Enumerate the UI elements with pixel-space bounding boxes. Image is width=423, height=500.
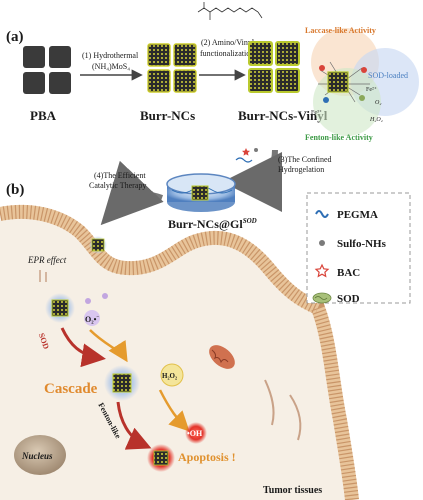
activity-venn xyxy=(311,28,419,136)
hydrogel-capsule-icon xyxy=(166,173,236,212)
tumor-tissue-body xyxy=(0,211,352,500)
nucleus-label: Nucleus xyxy=(21,451,53,461)
fenton-arrow xyxy=(116,401,152,450)
legend-label-sulfo: Sulfo-NHs xyxy=(337,238,387,250)
legend-label-bac: BAC xyxy=(337,267,360,279)
burr-ncs-vinyl-label: Burr-NCs-Vinyl xyxy=(238,108,328,123)
step3-arrow xyxy=(222,149,283,212)
h2o2-arrow xyxy=(89,329,128,363)
filaments-icon xyxy=(264,379,302,441)
ingredient-icons xyxy=(235,148,258,163)
legend: PEGMA Sulfo-NHs BAC SOD xyxy=(306,192,411,305)
step2-line1: (2) Amino/Vinyl xyxy=(201,38,255,47)
burr-ncs-cubes xyxy=(147,43,197,93)
small-arrows xyxy=(39,270,47,282)
dot-icon xyxy=(319,240,325,246)
laccase-activity-label: Laccase-like Activity xyxy=(305,26,376,35)
h2o2-label: H₂O₂ xyxy=(162,372,177,380)
step1-line2: (NH₄)MoS₄ xyxy=(92,62,130,71)
panel-a-label: (a) xyxy=(6,29,24,45)
oh-label: •OH xyxy=(187,429,203,438)
burr-ncs-vinyl-cubes xyxy=(248,41,300,93)
legend-label-pegma: PEGMA xyxy=(337,209,378,221)
step4-arrow xyxy=(100,160,164,226)
tumor-tissues-label: Tumor tissues xyxy=(263,485,322,496)
sod-loaded-label: SOD-loaded xyxy=(368,71,408,80)
step4-line1: (4)The Efficient xyxy=(94,171,146,180)
hydroxyl-radical-icon xyxy=(185,422,207,444)
membrane-lipids xyxy=(0,204,359,500)
fe3-label: Fe³⁺ xyxy=(311,109,322,116)
fenton-activity-label: Fenton-like Activity xyxy=(305,133,373,142)
step1-line1: (1) Hydrothermal xyxy=(82,51,139,60)
pba-label: PBA xyxy=(30,108,57,123)
step3-line1: (3)The Confined xyxy=(278,155,332,164)
step2-line2: functionalization xyxy=(200,49,254,58)
epr-effect-label: EPR effect xyxy=(27,255,67,265)
step4-line2: Catalytic Therapy xyxy=(89,181,146,190)
vinyl-molecule-icon xyxy=(197,2,263,20)
wave-icon xyxy=(315,210,329,218)
nanoparticle-sod xyxy=(45,293,75,323)
cascade-label: Cascade xyxy=(44,381,98,397)
star-icon xyxy=(314,263,330,278)
panel-b-label: (b) xyxy=(6,182,24,198)
o2-small-label: O₂ xyxy=(375,100,381,106)
burr-ncs-label: Burr-NCs xyxy=(140,108,195,123)
nanoparticle-center xyxy=(104,365,140,401)
apoptosis-label: Apoptosis ! xyxy=(178,450,236,464)
h2o2-small-label: H₂O₂ xyxy=(369,117,383,123)
hydrogel-label: Burr-NCs@GlSOD xyxy=(168,217,257,231)
sod-arrow xyxy=(60,327,106,368)
pba-cubes xyxy=(23,46,71,94)
apoptosis-cell xyxy=(147,444,175,472)
nucleus-icon xyxy=(14,435,66,475)
epr-particle xyxy=(89,236,107,254)
protein-icon xyxy=(312,292,332,304)
mitochondrion-icon xyxy=(209,345,235,369)
legend-label-sod: SOD xyxy=(337,293,360,305)
step3-line2: Hydrogelation xyxy=(278,165,324,174)
oh-arrow xyxy=(158,389,190,432)
fe2-label: Fe²⁺ xyxy=(366,86,377,93)
superoxide-icons xyxy=(84,293,108,326)
o2-radical-label: O₂•− xyxy=(85,315,99,324)
h2o2-bubble xyxy=(160,363,184,387)
